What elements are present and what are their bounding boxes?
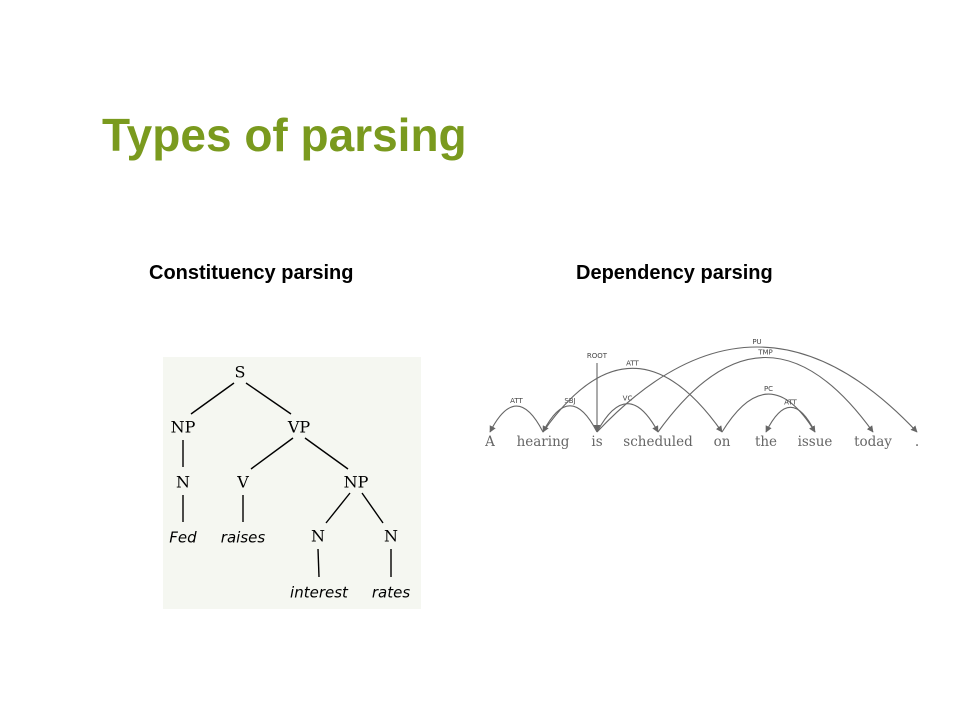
dep-word-5: the	[755, 434, 777, 450]
tree-node-VP: VP	[287, 418, 311, 437]
dep-word-1: hearing	[517, 434, 570, 450]
dep-word-2: is	[591, 434, 602, 450]
tree-node-NP2: NP	[344, 473, 369, 492]
dep-root-label: ROOT	[587, 352, 608, 360]
dep-word-4: on	[714, 434, 731, 450]
tree-node-N2: N	[311, 527, 325, 546]
dep-arc-2	[596, 403, 659, 433]
dep-arc-label-3: ATT	[626, 359, 639, 367]
tree-edge-S-VP	[245, 382, 292, 415]
dep-arc-label-7: PU	[752, 338, 761, 346]
tree-node-N3: N	[384, 527, 398, 546]
dep-arc-3	[542, 367, 723, 433]
tree-edge-NP2-N3	[361, 492, 384, 524]
tree-word-interest: interest	[290, 584, 349, 602]
tree-node-V: V	[236, 473, 249, 492]
dep-word-0: A	[484, 434, 495, 450]
dependency-heading: Dependency parsing	[576, 262, 773, 284]
dep-arc-label-0: ATT	[510, 397, 523, 405]
dep-word-7: today	[854, 434, 892, 450]
tree-edge-NP2-N2	[325, 492, 351, 524]
tree-word-raises: raises	[221, 529, 266, 547]
dep-arc-0	[489, 405, 544, 433]
dep-arc-7	[596, 346, 918, 433]
dep-arc-label-4: PC	[764, 385, 773, 393]
dep-arc-4	[721, 393, 816, 433]
dep-arc-label-6: TMP	[757, 349, 773, 357]
dep-word-3: scheduled	[623, 434, 693, 450]
dep-arc-label-2: VC	[623, 395, 633, 403]
dep-arc-label-1: SBJ	[564, 397, 575, 405]
dep-arc-5	[765, 406, 816, 433]
tree-node-N1: N	[176, 473, 190, 492]
dep-arc-6	[657, 356, 874, 433]
dep-arc-1	[542, 405, 598, 433]
constituency-heading: Constituency parsing	[149, 262, 354, 284]
tree-word-Fed: Fed	[169, 529, 197, 547]
tree-node-NP1: NP	[171, 418, 196, 437]
tree-edge-N2-interest	[317, 548, 320, 578]
dep-word-8: .	[915, 434, 919, 450]
tree-edge-S-NP1	[190, 382, 235, 415]
tree-node-S: S	[235, 363, 246, 382]
tree-edge-VP-NP2	[304, 437, 349, 470]
tree-word-rates: rates	[372, 584, 410, 602]
dep-arc-label-5: ATT	[784, 398, 797, 406]
dep-word-6: issue	[798, 434, 833, 450]
slide-title: Types of parsing	[102, 109, 467, 161]
tree-edge-VP-V	[250, 437, 294, 470]
